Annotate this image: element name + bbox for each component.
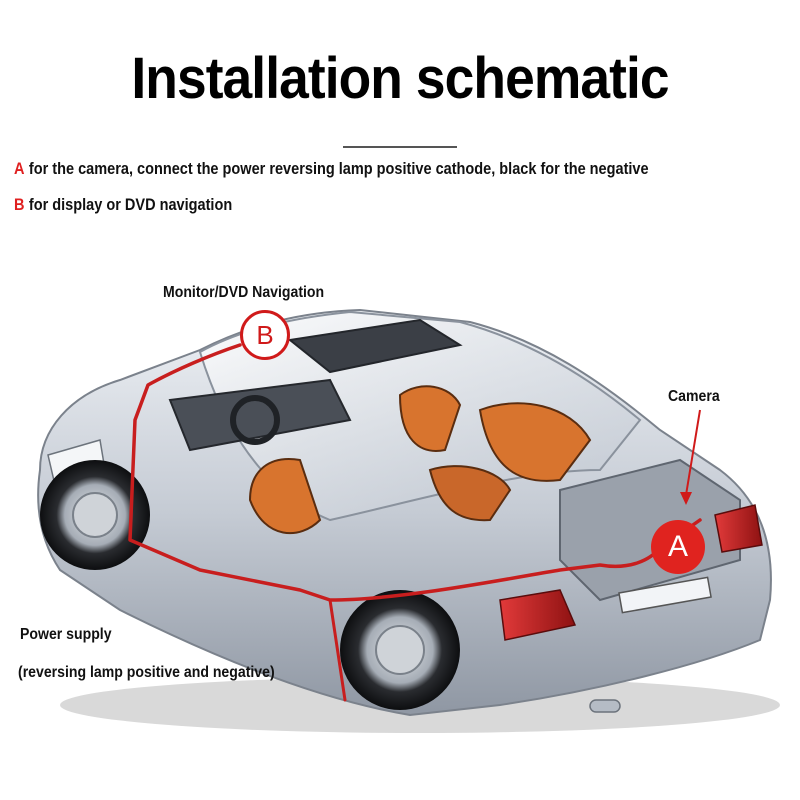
legend-text-a: for the camera, connect the power revers… <box>28 160 649 178</box>
marker-a: A <box>651 520 705 574</box>
exhaust-pipe <box>589 699 621 713</box>
marker-b: B <box>240 310 290 360</box>
rear-seat <box>478 402 592 482</box>
tail-light-left <box>499 589 577 641</box>
wiring-route <box>128 343 702 602</box>
power-supply-detail: (reversing lamp positive and negative) <box>18 664 275 681</box>
license-plate <box>618 576 712 614</box>
camera-pointer-line <box>685 409 701 496</box>
power-supply-label: Power supply <box>20 626 112 643</box>
front-seat-left <box>248 458 322 534</box>
title-divider <box>343 146 457 148</box>
legend-text-b: for display or DVD navigation <box>28 196 233 214</box>
camera-callout-label: Camera <box>668 388 720 405</box>
rear-wheel <box>340 590 460 710</box>
page-title: Installation schematic <box>131 46 669 111</box>
front-wheel <box>40 460 150 570</box>
steering-wheel <box>230 395 280 445</box>
camera-pointer-arrow <box>680 492 692 505</box>
legend-key-a: A <box>14 160 25 178</box>
rear-seat-2 <box>428 465 512 522</box>
sunroof <box>287 318 463 374</box>
monitor-callout-label: Monitor/DVD Navigation <box>163 284 325 301</box>
legend-key-b: B <box>14 196 25 214</box>
dashboard <box>168 378 352 452</box>
wiring-branch <box>328 598 347 702</box>
front-seat-right <box>398 385 462 452</box>
tail-light-right <box>714 504 763 553</box>
